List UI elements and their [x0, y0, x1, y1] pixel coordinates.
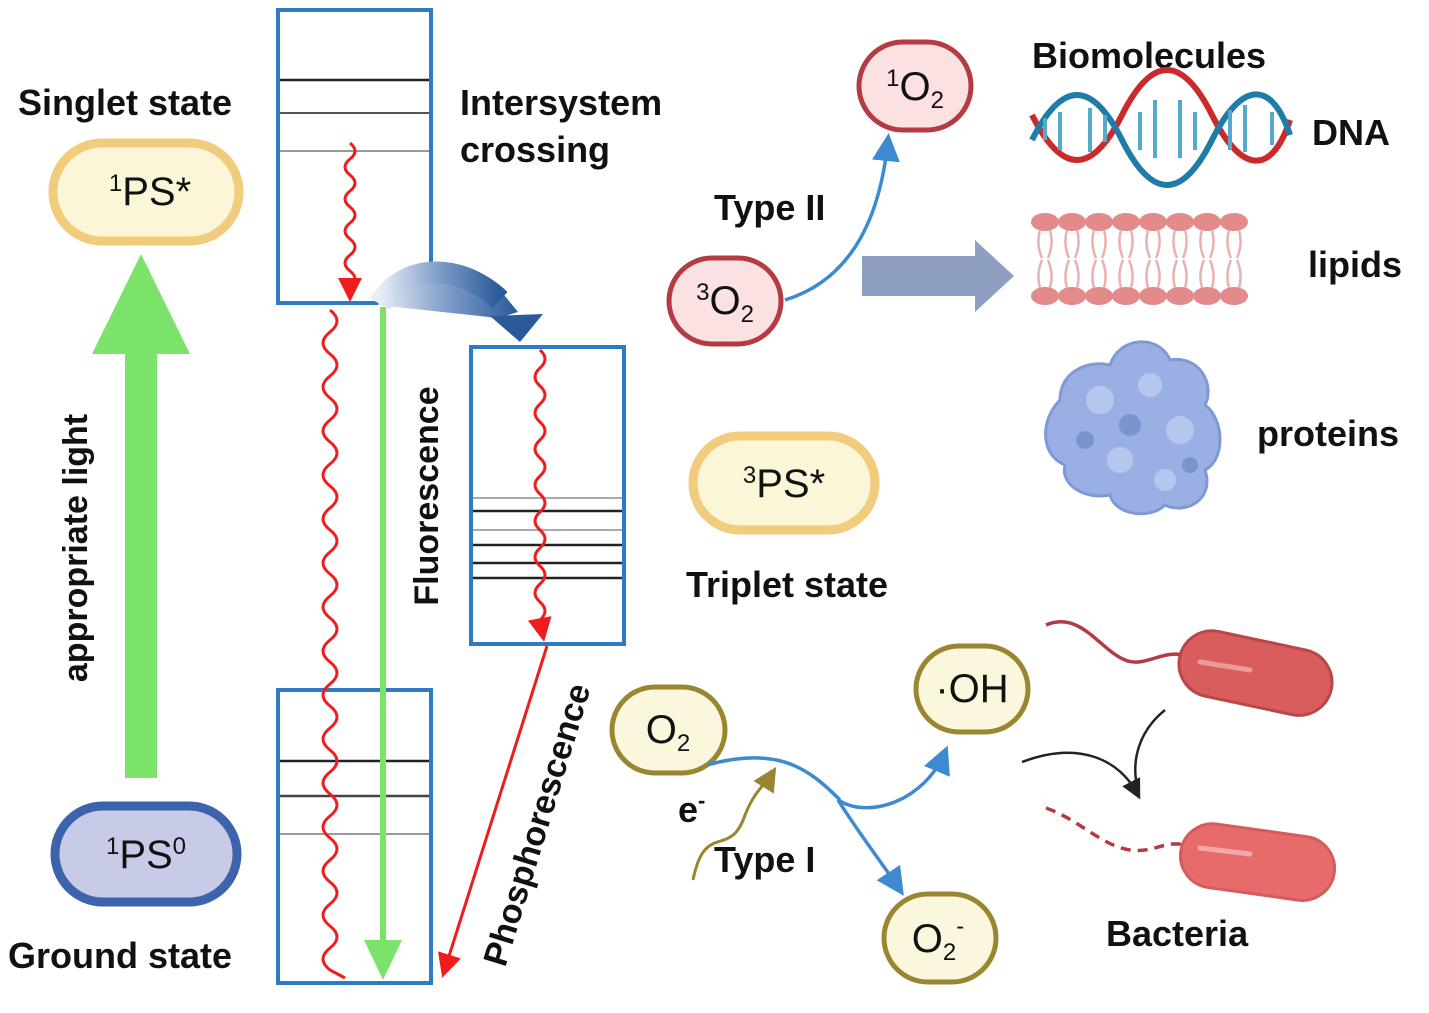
appropriate-light-label: appropriate light — [57, 414, 95, 682]
hydroxyl-text: ·OH — [935, 667, 1008, 711]
superoxide-sub: 2 — [943, 939, 956, 966]
singlet-energy-box — [276, 8, 433, 305]
oxygen-sub: 2 — [677, 730, 690, 757]
singlet-relaxation-wavy — [338, 141, 362, 302]
dna-icon — [1029, 67, 1293, 188]
superoxide-pill: O2- — [881, 891, 999, 985]
ps-ground-pill: 1PS0 — [50, 801, 242, 907]
oxygen-main: O — [646, 708, 677, 752]
electron-sup: - — [698, 788, 705, 813]
superoxide-main: O — [912, 917, 943, 961]
ps-triplet-main: PS* — [756, 462, 825, 506]
electron-transfer-arrow — [691, 766, 777, 881]
phosphorescence-arrow — [437, 645, 549, 978]
triplet-oxygen-sup: 3 — [696, 279, 709, 306]
ground-energy-box — [276, 688, 433, 985]
live-bacterium-icon — [1045, 620, 1334, 717]
superoxide-sup: - — [956, 913, 964, 940]
singlet-oxygen-sub: 2 — [931, 87, 944, 114]
phosphorescence-label: Phosphorescence — [476, 679, 598, 970]
oxygen-pill: O2 — [609, 684, 728, 776]
ps-singlet-pill: 1PS* — [48, 138, 244, 246]
intersystem-label-line2: crossing — [460, 129, 610, 170]
proteins-label: proteins — [1257, 413, 1399, 454]
svg-text:O2: O2 — [646, 708, 690, 757]
lipid-bilayer-icon — [1031, 213, 1248, 305]
ps-triplet-sup: 3 — [743, 462, 756, 489]
singlet-oxygen-main: O — [899, 65, 930, 109]
biomolecules-label: Biomolecules — [1032, 35, 1266, 76]
bacteria-kill-arrow-tail — [1134, 709, 1166, 791]
type-i-label: Type I — [714, 839, 815, 880]
fluorescence-arrow — [364, 307, 402, 980]
singlet-state-label: Singlet state — [18, 82, 232, 123]
bacteria-kill-arrow — [1021, 751, 1141, 800]
triplet-relaxation-wavy — [527, 348, 552, 642]
triplet-state-label: Triplet state — [686, 564, 888, 605]
intersystem-crossing-arrow — [370, 261, 543, 342]
svg-text:3PS*: 3PS* — [743, 462, 825, 506]
singlet-oxygen-pill: 1O2 — [856, 39, 974, 133]
singlet-oxygen-sup: 1 — [886, 65, 899, 92]
intersystem-label-line1: Intersystem — [460, 82, 662, 123]
ps-triplet-pill: 3PS* — [688, 431, 880, 535]
ps-singlet-main: PS* — [122, 170, 191, 214]
biomolecule-damage-arrow — [862, 240, 1014, 312]
electron-label: e- — [678, 788, 705, 830]
superoxide-arrow — [836, 799, 904, 896]
type-i-path — [706, 756, 842, 802]
hydroxyl-pill: ·OH — [913, 643, 1031, 735]
svg-text:3O2: 3O2 — [696, 279, 754, 328]
svg-text:1PS0: 1PS0 — [106, 833, 186, 877]
appropriate-light-arrow — [92, 254, 190, 778]
triplet-oxygen-main: O — [709, 279, 740, 323]
fluorescence-label: Fluorescence — [408, 386, 446, 605]
type-ii-label: Type II — [714, 187, 825, 228]
triplet-energy-box — [469, 345, 626, 646]
dna-label: DNA — [1312, 112, 1390, 153]
bacteria-label: Bacteria — [1106, 913, 1249, 954]
triplet-oxygen-sub: 2 — [741, 301, 754, 328]
internal-conversion-wavy — [321, 308, 346, 980]
dead-bacterium-icon — [1045, 806, 1337, 902]
hydroxyl-arrow — [837, 745, 950, 810]
type-ii-arrow — [784, 133, 900, 302]
ps-singlet-sup: 1 — [109, 170, 122, 197]
ps-ground-sup: 1 — [106, 833, 119, 860]
protein-icon — [1044, 340, 1222, 516]
electron-text: e — [678, 789, 698, 830]
svg-text:O2-: O2- — [912, 913, 964, 966]
lipids-label: lipids — [1308, 244, 1402, 285]
ps-ground-main: PS — [119, 833, 172, 877]
svg-text:1PS*: 1PS* — [109, 170, 191, 214]
triplet-oxygen-pill: 3O2 — [666, 255, 784, 347]
ps-ground-sup2: 0 — [173, 833, 186, 860]
ground-state-label: Ground state — [8, 935, 232, 976]
svg-text:1O2: 1O2 — [886, 65, 944, 114]
